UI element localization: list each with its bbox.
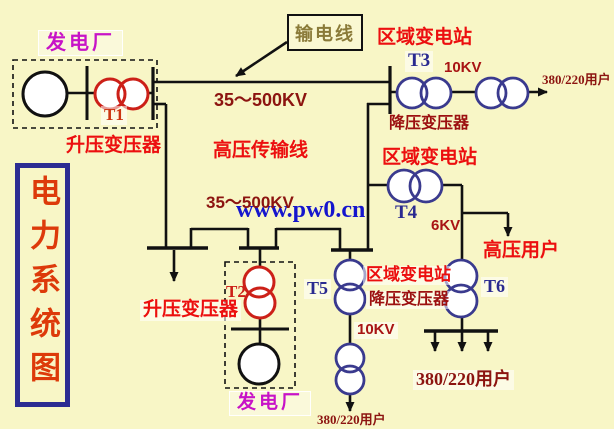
plant-top-label: 发电厂: [38, 30, 123, 56]
hv-users-label: 高压用户: [483, 240, 560, 261]
stepup-bottom-label: 升压变压器: [140, 299, 242, 321]
users380-big-label: 380/220用户: [413, 369, 515, 390]
kv35-mid-label: 35～500KV: [206, 193, 294, 212]
t3-label: T3: [405, 50, 434, 72]
diagram-title-box: 电力系统图: [15, 163, 70, 407]
kv10-mid-label: 10KV: [354, 321, 398, 339]
stepdown1-label: 降压变压器: [389, 115, 470, 132]
transformer-t4-symbol: [386, 168, 444, 204]
transmission-line-callout-label: 输电线: [295, 23, 355, 44]
t6-label: T6: [481, 276, 509, 297]
transformer-t3-symbol: [395, 76, 453, 110]
kv35-top-label: 35～500KV: [214, 90, 308, 110]
kv10-top-label: 10KV: [444, 59, 482, 76]
t4-label: T4: [395, 202, 418, 223]
stepdown2-label: 降压变压器: [366, 291, 453, 309]
wires: [44, 40, 548, 412]
plant-bottom-dashed-box: [224, 261, 296, 389]
kv6-label: 6KV: [431, 217, 461, 234]
t1-label: T1: [101, 105, 127, 125]
transformer-t2-symbol: [242, 265, 277, 320]
transmission-line-callout-box: 输电线: [287, 14, 363, 51]
stepup-top-label: 升压变压器: [66, 135, 162, 156]
transmission-line-pointer-arrow: [235, 40, 288, 78]
plant-top-dashed-box: [12, 59, 158, 129]
t5-label: T5: [304, 278, 332, 299]
generator1-symbol: [21, 70, 69, 118]
plant-bottom-label: 发电厂: [229, 391, 312, 416]
diagram-title: 电力系统图: [25, 175, 60, 395]
substation3-label: 区域变电站: [363, 265, 454, 285]
t2-label: T2: [226, 282, 246, 301]
generator2-symbol: [237, 342, 281, 386]
hv-transmission-label: 高压传输线: [213, 140, 309, 161]
transformer-t5b-symbol: [334, 342, 366, 396]
transformer-t5-symbol: [333, 258, 367, 316]
substation1-label: 区域变电站: [377, 27, 473, 48]
users380-top-label: 380/220用户: [542, 72, 611, 87]
transformer-t3b-symbol: [474, 76, 530, 110]
substation2-label: 区域变电站: [382, 147, 478, 168]
transformer-t1-symbol: [93, 77, 150, 111]
users380-small-label: 380/220用户: [317, 412, 386, 427]
watermark-text: www.pw0.cn: [236, 197, 366, 223]
